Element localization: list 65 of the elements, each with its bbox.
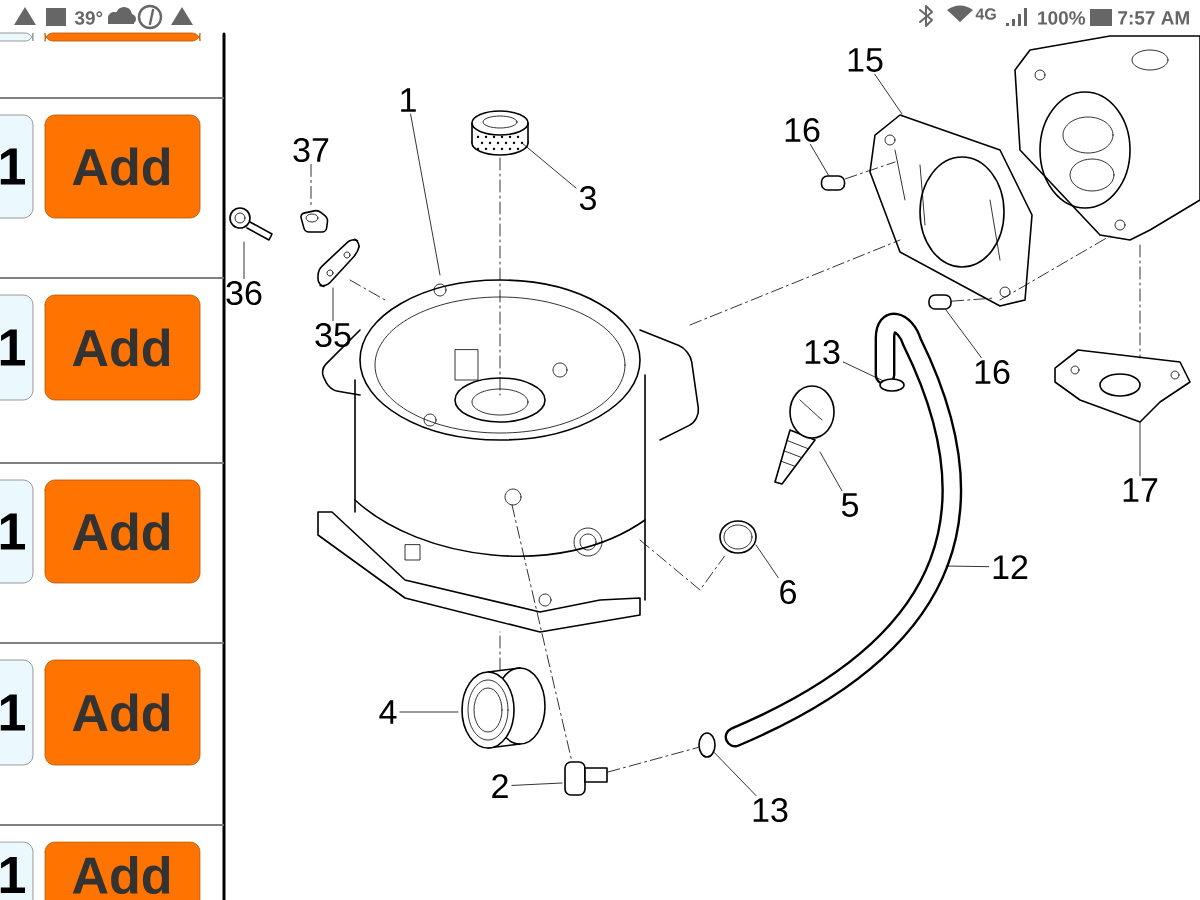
quantity-field: 1 — [0, 659, 34, 766]
temperature-text: 39° — [74, 11, 103, 25]
quantity-field: 1 — [0, 841, 34, 900]
bolt-drawing — [229, 207, 273, 241]
hose-drawing — [724, 312, 963, 748]
clip-drawing — [300, 209, 329, 233]
center-line — [639, 539, 725, 591]
leader-line — [945, 565, 990, 568]
center-line — [689, 239, 901, 326]
leader-line — [755, 544, 779, 578]
callout-number: 17 — [1123, 478, 1158, 502]
add-button: Add — [44, 841, 201, 900]
add-button: Add — [44, 659, 201, 766]
center-line — [499, 157, 501, 396]
leader-line — [332, 287, 334, 321]
leader-line — [511, 782, 563, 786]
o-ring-drawing — [719, 520, 757, 554]
callout-number: 36 — [226, 280, 262, 306]
leader-line — [713, 752, 757, 796]
callout-number: 12 — [993, 555, 1028, 579]
dowel-pin-drawing — [820, 175, 846, 191]
callout-number: 16 — [785, 117, 820, 143]
cylinder-block-drawing — [1014, 35, 1200, 241]
leader-line — [521, 142, 577, 189]
add-button: Add — [44, 479, 201, 584]
network-text: 4G — [975, 8, 996, 20]
center-line — [844, 161, 896, 180]
elbow-fitting-drawing — [564, 761, 608, 796]
bearing-drawing — [461, 667, 546, 749]
gasket-plate-drawing — [1054, 349, 1191, 423]
leader-line — [399, 711, 459, 713]
center-line — [607, 746, 699, 773]
callout-number: 3 — [579, 185, 596, 211]
leader-line — [310, 164, 312, 208]
callout-number: 37 — [293, 137, 329, 163]
callout-number: 13 — [753, 797, 788, 823]
dowel-pin-drawing — [928, 294, 952, 310]
seal-drawing — [471, 110, 529, 156]
leader-line — [410, 113, 441, 276]
quantity-field: 1 — [0, 294, 34, 401]
leader-line — [842, 361, 883, 381]
leader-line — [945, 309, 982, 358]
hose-clamp-drawing — [698, 732, 716, 758]
add-button: Add — [44, 294, 201, 401]
quantity-field: 1 — [0, 114, 34, 219]
leader-line — [243, 241, 245, 279]
callout-number: 2 — [492, 774, 508, 798]
plate-drawing — [317, 238, 360, 288]
callout-number: 4 — [379, 700, 397, 724]
leader-line — [810, 144, 829, 176]
add-button: Add — [44, 114, 201, 219]
leader-line — [874, 73, 903, 115]
center-line — [951, 297, 996, 302]
leader-line — [819, 451, 843, 492]
callout-number: 16 — [975, 359, 1010, 385]
center-line — [349, 279, 386, 301]
center-line — [1139, 244, 1141, 359]
crankcase-drawing — [317, 279, 700, 633]
center-line — [499, 631, 501, 671]
callout-number: 15 — [848, 48, 883, 72]
callout-number: 1 — [401, 88, 416, 112]
gasket-drawing — [869, 114, 1033, 307]
leader-line — [1139, 421, 1141, 477]
center-line — [999, 235, 1111, 301]
quantity-field: 1 — [0, 479, 34, 584]
